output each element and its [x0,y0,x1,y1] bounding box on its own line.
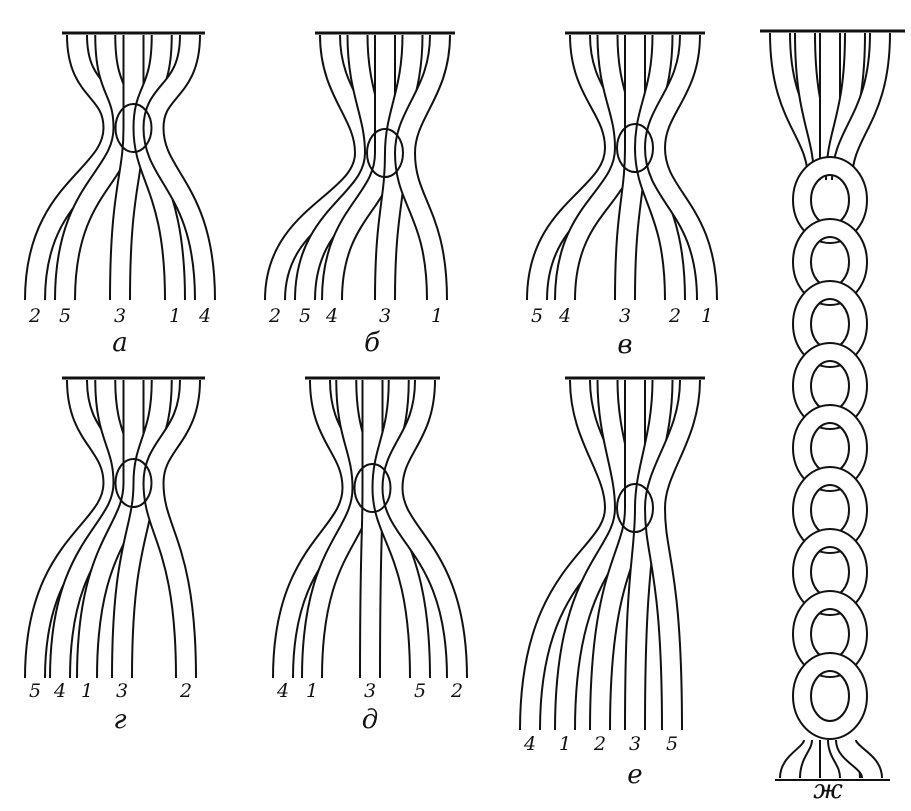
strand-number: 3 [378,305,392,327]
strand-number: 1 [558,733,572,755]
panel-g [24,376,205,679]
strand-number: 4 [523,733,537,755]
strand-number: 3 [113,305,127,327]
strand-number: 3 [628,733,642,755]
strand-number: 5 [298,305,312,327]
strand [383,379,466,679]
strand-number: 4 [53,680,67,702]
panel-e [519,376,705,731]
strand-number: 5 [530,305,544,327]
panel-b [264,31,455,301]
crossing [353,463,392,513]
strand-number: 4 [198,305,212,327]
strand-number: 3 [363,680,377,702]
caption-d: д [361,705,379,735]
strand-number: 4 [325,305,339,327]
strand-number: 1 [168,305,182,327]
strand [361,380,382,679]
caption-b: б [364,328,380,358]
strand-number: 1 [80,680,94,702]
caption-zh: ж [813,775,843,805]
panel-zh [760,29,905,781]
strand-number: 5 [665,733,679,755]
strand-number: 2 [28,305,42,327]
braid-loop-fill [794,654,866,738]
strand-number: 1 [430,305,444,327]
strand-number: 1 [305,680,319,702]
strand [837,738,881,780]
strand [645,379,699,731]
strand-number: 3 [115,680,129,702]
caption-a: а [112,328,128,358]
crossing [114,103,153,153]
strand-number: 5 [28,680,42,702]
strand-number: 2 [179,680,193,702]
caption-v: в [617,330,633,360]
caption-g: г [113,705,127,735]
panel-d [272,376,468,679]
strand-number: 4 [558,305,572,327]
strand-number: 2 [268,305,282,327]
strand-number: 2 [593,733,607,755]
strand [303,379,372,679]
strand-number: 4 [276,680,290,702]
strand-number: 5 [58,305,72,327]
panel-v [526,31,718,301]
strand [616,35,644,301]
strand-number: 3 [618,305,632,327]
strand [645,34,716,301]
crossing [114,458,153,508]
panel-a [24,31,216,301]
strand-number: 5 [413,680,427,702]
crossing [616,123,654,173]
crossing [616,483,654,533]
strand-number: 1 [700,305,714,327]
crossing [366,128,404,178]
strand [144,379,199,679]
strand [144,34,214,301]
caption-e: е [627,760,643,790]
strand-number: 2 [450,680,464,702]
strand-number: 2 [668,305,682,327]
strand [395,34,449,301]
